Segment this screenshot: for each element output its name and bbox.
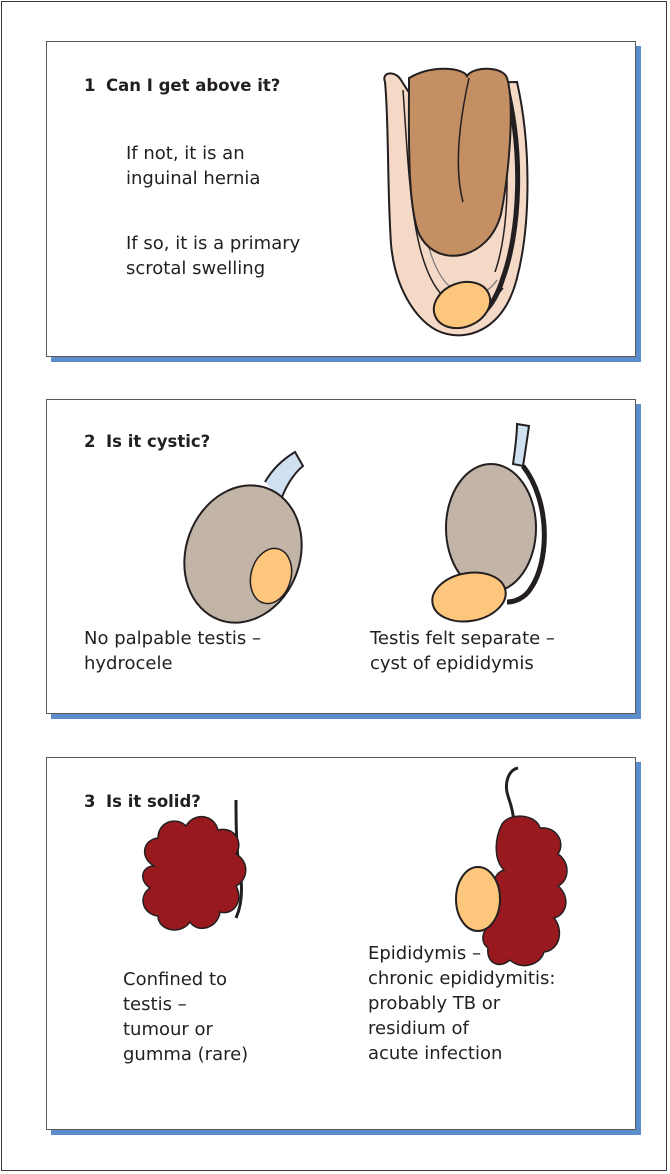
hydrocele-sac <box>165 469 320 640</box>
testicular-tumour-text: Confined to testis – tumour or gumma (ra… <box>123 967 248 1067</box>
panel-3-number: 3 <box>84 792 106 811</box>
panel-1-question: Can I get above it? <box>106 76 280 95</box>
hydrocele-text: No palpable testis – hydrocele <box>84 626 261 676</box>
cord <box>513 424 529 466</box>
primary-scrotal-swelling-text: If so, it is a primary scrotal swelling <box>126 231 300 281</box>
panel-2-number: 2 <box>84 432 106 451</box>
inguinal-hernia-illustration <box>377 64 537 344</box>
panel-1-number: 1 <box>84 76 106 95</box>
hernia-sac <box>409 69 511 256</box>
epididymal-cyst-text: Testis felt separate – cyst of epididymi… <box>370 626 555 676</box>
hydrocele-illustration <box>177 448 307 626</box>
epididymal-cyst-illustration <box>427 422 557 632</box>
epididymal-cyst <box>446 464 536 592</box>
testicular-tumour-illustration <box>132 800 262 950</box>
chronic-epididymitis-text: Epididymis – chronic epididymitis: proba… <box>368 941 555 1066</box>
tumour-mass <box>143 817 246 930</box>
testis <box>456 867 500 931</box>
inguinal-hernia-text: If not, it is an inguinal hernia <box>126 141 260 191</box>
